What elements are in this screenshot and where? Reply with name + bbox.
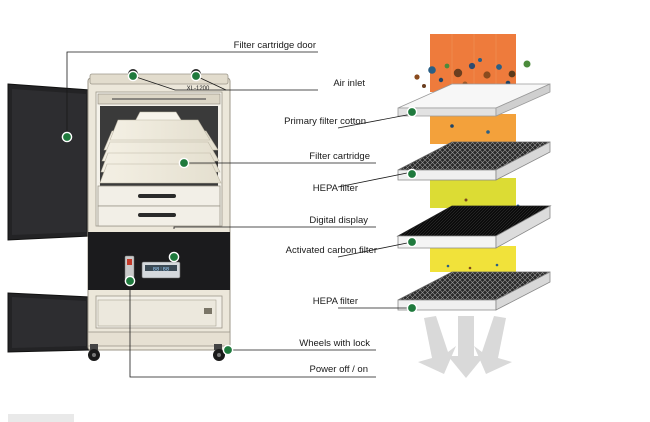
label-door: Filter cartridge door [234, 40, 316, 51]
callout-labels: Filter cartridge door Air inlet Primary … [234, 40, 377, 375]
model-label: XL-1200 [187, 86, 210, 92]
hepa-filter-top-layer [397, 141, 551, 181]
bottom-placeholder-bar [8, 414, 74, 422]
marker-power [124, 275, 136, 287]
callout-markers [61, 70, 418, 356]
filtered-air-column-2 [430, 178, 516, 208]
marker-air-inlet-right [190, 70, 202, 82]
marker-air-inlet-left [127, 70, 139, 82]
marker-hepa-top [406, 168, 418, 180]
label-power: Power off / on [310, 364, 368, 375]
label-carbon-filter: Activated carbon filter [286, 245, 377, 256]
polluted-air-column [430, 34, 516, 92]
marker-primary-filter [406, 106, 418, 118]
label-digital-display: Digital display [309, 215, 368, 226]
label-wheels: Wheels with lock [299, 338, 370, 349]
leader-lines [66, 51, 413, 378]
display-readout: 88:88 [153, 266, 170, 273]
filter-cartridge [99, 111, 222, 184]
marker-hepa-bottom [406, 302, 418, 314]
label-air-inlet: Air inlet [333, 78, 365, 89]
activated-carbon-layer [396, 205, 552, 249]
control-panel [88, 232, 230, 290]
clean-air-outflow-arrows [418, 316, 512, 378]
label-hepa-bottom: HEPA filter [313, 296, 358, 307]
lower-drawer [97, 299, 217, 327]
label-primary-filter: Primary filter cotton [284, 116, 366, 127]
label-filter-cartridge: Filter cartridge [309, 151, 370, 162]
marker-carbon [406, 236, 418, 248]
primary-filter-cotton-layer [397, 83, 551, 117]
fume-extractor-unit: XL-1200 88:88 [7, 69, 232, 361]
marker-filter-cartridge [178, 157, 190, 169]
filter-cartridge-door [7, 83, 91, 353]
marker-door [61, 131, 73, 143]
marker-digital-display [168, 251, 180, 263]
filtration-stack [396, 34, 552, 378]
label-hepa-top: HEPA filter [313, 183, 358, 194]
hepa-filter-bottom-layer [397, 271, 551, 311]
filtered-air-column [430, 114, 516, 144]
marker-wheels [222, 344, 234, 356]
clean-air-column [430, 246, 516, 272]
